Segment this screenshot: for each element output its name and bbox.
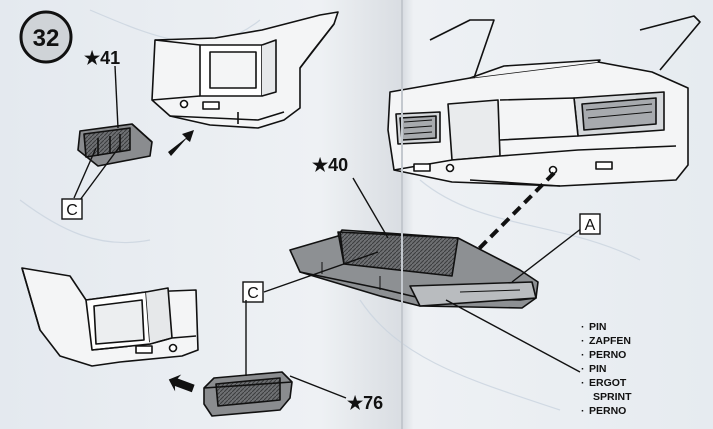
note-item-3: PIN xyxy=(589,363,607,375)
car-front-top-right xyxy=(387,15,701,187)
step-number: 32 xyxy=(33,25,60,52)
leader-lines-top-left xyxy=(73,65,121,201)
leader-lines-center xyxy=(263,177,583,373)
note-item-6: PERNO xyxy=(589,405,626,417)
note-list: · PIN · ZAPFEN · PERNO · PIN · ERGOT SPR… xyxy=(581,321,632,417)
step-badge: 32 xyxy=(19,10,73,64)
callout-a: A xyxy=(579,213,601,235)
note-item-4: ERGOT xyxy=(589,377,627,389)
note-bullet-1: · xyxy=(581,335,585,347)
note-item-2: PERNO xyxy=(589,349,626,361)
note-bullet-6: · xyxy=(581,405,585,417)
note-bullet-3: · xyxy=(581,363,585,375)
part-label-41: ★41 xyxy=(84,48,120,68)
note-bullet-0: · xyxy=(581,321,585,333)
arrow-icon xyxy=(168,130,194,156)
part-76-insert xyxy=(203,371,293,417)
callout-c-bottom: C xyxy=(242,281,264,303)
part-41-insert xyxy=(77,123,153,167)
car-rear-top-left xyxy=(151,11,339,129)
note-item-0: PIN xyxy=(589,321,607,333)
note-bullet-2: · xyxy=(581,349,585,361)
car-rear-bottom-left xyxy=(21,267,199,367)
note-item-5: SPRINT xyxy=(593,391,632,403)
leader-lines-bottom xyxy=(245,300,347,399)
part-label-76: ★76 xyxy=(347,393,383,413)
note-bullet-4: · xyxy=(581,377,585,389)
note-item-1: ZAPFEN xyxy=(589,335,631,347)
part-40-bumper xyxy=(289,229,539,309)
callout-c-top: C xyxy=(61,198,83,220)
arrow-icon xyxy=(168,374,195,393)
part-label-40: ★40 xyxy=(312,155,348,175)
callout-c-top-letter: C xyxy=(66,202,78,219)
callout-c-bottom-letter: C xyxy=(247,285,259,302)
callout-a-letter: A xyxy=(585,217,596,234)
